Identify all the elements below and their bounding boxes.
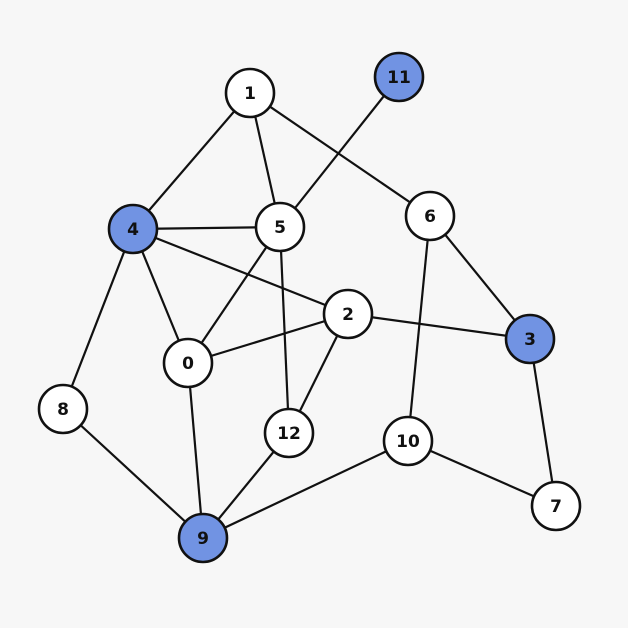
graph-edge-6-10	[406, 215, 432, 442]
graph-edge-4-8	[61, 228, 135, 410]
graph-node-circle[interactable]	[254, 201, 306, 253]
graph-node-2[interactable]: 2	[322, 288, 374, 340]
graph-node-circle[interactable]	[162, 337, 214, 389]
graph-node-circle[interactable]	[382, 415, 434, 467]
graph-node-circle[interactable]	[530, 480, 582, 532]
graph-edge-5-0	[187, 226, 281, 364]
graph-node-circle-highlighted[interactable]	[504, 313, 556, 365]
graph-edge-1-4	[132, 92, 251, 230]
graph-node-9[interactable]: 9	[177, 512, 229, 564]
graph-node-circle[interactable]	[404, 190, 456, 242]
graph-node-circle-highlighted[interactable]	[177, 512, 229, 564]
graph-node-12[interactable]: 12	[263, 407, 315, 459]
graph-node-circle[interactable]	[37, 383, 89, 435]
graph-edge-5-12	[278, 226, 291, 434]
graph-node-0[interactable]: 0	[162, 337, 214, 389]
graph-edge-1-6	[249, 92, 431, 217]
graph-node-circle-highlighted[interactable]	[107, 203, 159, 255]
graph-edge-0-2	[187, 312, 349, 365]
graph-node-8[interactable]: 8	[37, 383, 89, 435]
graph-edge-2-3	[347, 312, 531, 341]
graph-node-4[interactable]: 4	[107, 203, 159, 255]
graph-edge-9-10	[202, 440, 409, 539]
graph-node-11[interactable]: 11	[373, 51, 425, 103]
graph-edge-6-3	[429, 215, 531, 340]
graph-node-1[interactable]: 1	[224, 67, 276, 119]
graph-edge-10-7	[407, 439, 557, 508]
graph-node-3[interactable]: 3	[504, 313, 556, 365]
graph-edge-8-9	[62, 408, 204, 539]
graph-node-10[interactable]: 10	[382, 415, 434, 467]
graph-node-circle[interactable]	[263, 407, 315, 459]
graph-edge-4-2	[132, 227, 349, 316]
graph-node-5[interactable]: 5	[254, 201, 306, 253]
graph-node-6[interactable]: 6	[404, 190, 456, 242]
graph-edge-5-11	[279, 76, 400, 228]
graph-node-circle[interactable]	[224, 67, 276, 119]
graph-node-circle[interactable]	[322, 288, 374, 340]
graph-edge-0-9	[186, 362, 205, 539]
graph-node-7[interactable]: 7	[530, 480, 582, 532]
graph-edge-3-7	[528, 338, 558, 507]
graph-node-circle-highlighted[interactable]	[373, 51, 425, 103]
